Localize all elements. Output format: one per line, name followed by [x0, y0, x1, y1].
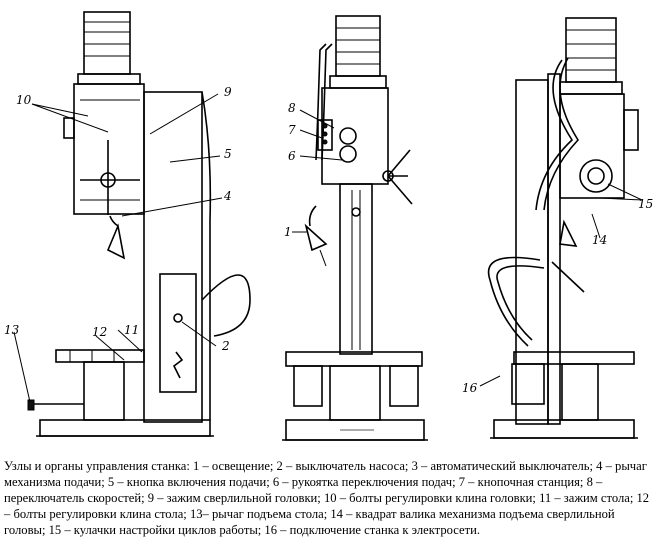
front-view-drawing	[282, 15, 428, 441]
figure-caption: Узлы и органы управления станка: 1 – осв…	[4, 459, 650, 537]
callout-1: 1	[284, 225, 292, 239]
callout-5: 5	[224, 147, 232, 161]
side-view-drawing	[13, 11, 251, 437]
callout-13: 13	[4, 323, 20, 337]
callout-7: 7	[288, 123, 296, 137]
callout-15: 15	[638, 197, 653, 211]
callout-14: 14	[592, 233, 607, 247]
callout-4: 4	[223, 189, 232, 203]
callout-9: 9	[224, 85, 232, 99]
callout-6: 6	[288, 149, 296, 163]
callout-10: 10	[16, 93, 32, 107]
callout-2: 2	[221, 339, 230, 353]
callout-8: 8	[288, 101, 296, 115]
callout-11: 11	[124, 323, 139, 337]
callout-16: 16	[462, 381, 478, 395]
rear-view-drawing	[479, 17, 643, 439]
callout-12: 12	[92, 325, 107, 339]
machine-drawings: 10 9 5 4 2 11 12 13 8 7 6 1 15 14 16	[4, 11, 653, 441]
